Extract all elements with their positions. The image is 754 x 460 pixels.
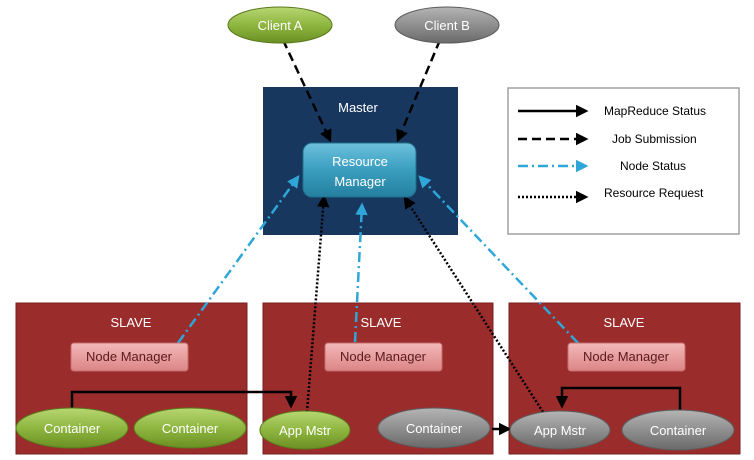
slave-title-2: SLAVE (361, 315, 402, 330)
app-master-s3: App Mstr (509, 410, 611, 450)
svg-text:Resource Request: Resource Request (604, 186, 704, 200)
resource-manager: Resource Manager (302, 142, 417, 198)
container-s2: Container (377, 407, 491, 449)
client-a-label: Client A (258, 18, 303, 33)
svg-text:App Mstr: App Mstr (534, 423, 587, 438)
svg-text:Node Manager: Node Manager (583, 349, 670, 364)
node-manager-3: Node Manager (567, 342, 686, 372)
svg-text:Node Manager: Node Manager (86, 349, 173, 364)
container-s1-2: Container (133, 407, 247, 449)
node-status-arrow-2 (353, 202, 368, 343)
svg-text:Container: Container (162, 421, 219, 436)
svg-text:MapReduce Status: MapReduce Status (604, 104, 706, 118)
svg-text:Container: Container (406, 421, 463, 436)
app-master-s2: App Mstr (259, 410, 351, 450)
job-submission-arrow-b (396, 39, 442, 143)
legend-item-node-status: Node Status (518, 159, 686, 173)
legend-item-mapreduce-status: MapReduce Status (518, 104, 706, 118)
svg-text:Container: Container (44, 421, 101, 436)
resource-request-arrow-2 (403, 195, 545, 413)
node-status-arrow-3 (418, 175, 579, 344)
mapreduce-status-arrow-s1 (70, 390, 298, 414)
master-title: Master (338, 100, 378, 115)
container-s1-1: Container (15, 407, 129, 449)
svg-text:Node Status: Node Status (620, 159, 686, 173)
legend-item-resource-request: Resource Request (518, 186, 704, 204)
svg-text:Node Manager: Node Manager (340, 349, 427, 364)
svg-text:Container: Container (650, 423, 707, 438)
resource-manager-line2: Manager (334, 174, 386, 189)
node-status-arrow-1 (176, 174, 300, 344)
mapreduce-status-arrow-s3 (555, 386, 682, 412)
job-submission-arrow-a (281, 39, 332, 143)
slave-title-3: SLAVE (604, 315, 645, 330)
svg-text:Job Submission: Job Submission (612, 132, 697, 146)
client-b-label: Client B (424, 18, 470, 33)
slave-title-1: SLAVE (111, 315, 152, 330)
resource-manager-line1: Resource (332, 154, 388, 169)
node-manager-1: Node Manager (70, 342, 189, 372)
svg-text:App Mstr: App Mstr (279, 423, 332, 438)
client-b: Client B (394, 6, 500, 44)
legend-item-job-submission: Job Submission (518, 132, 697, 146)
container-s3: Container (621, 409, 735, 451)
client-a: Client A (227, 6, 333, 44)
legend: MapReduce Status Job Submission Node Sta… (507, 87, 740, 235)
node-manager-2: Node Manager (324, 342, 443, 372)
